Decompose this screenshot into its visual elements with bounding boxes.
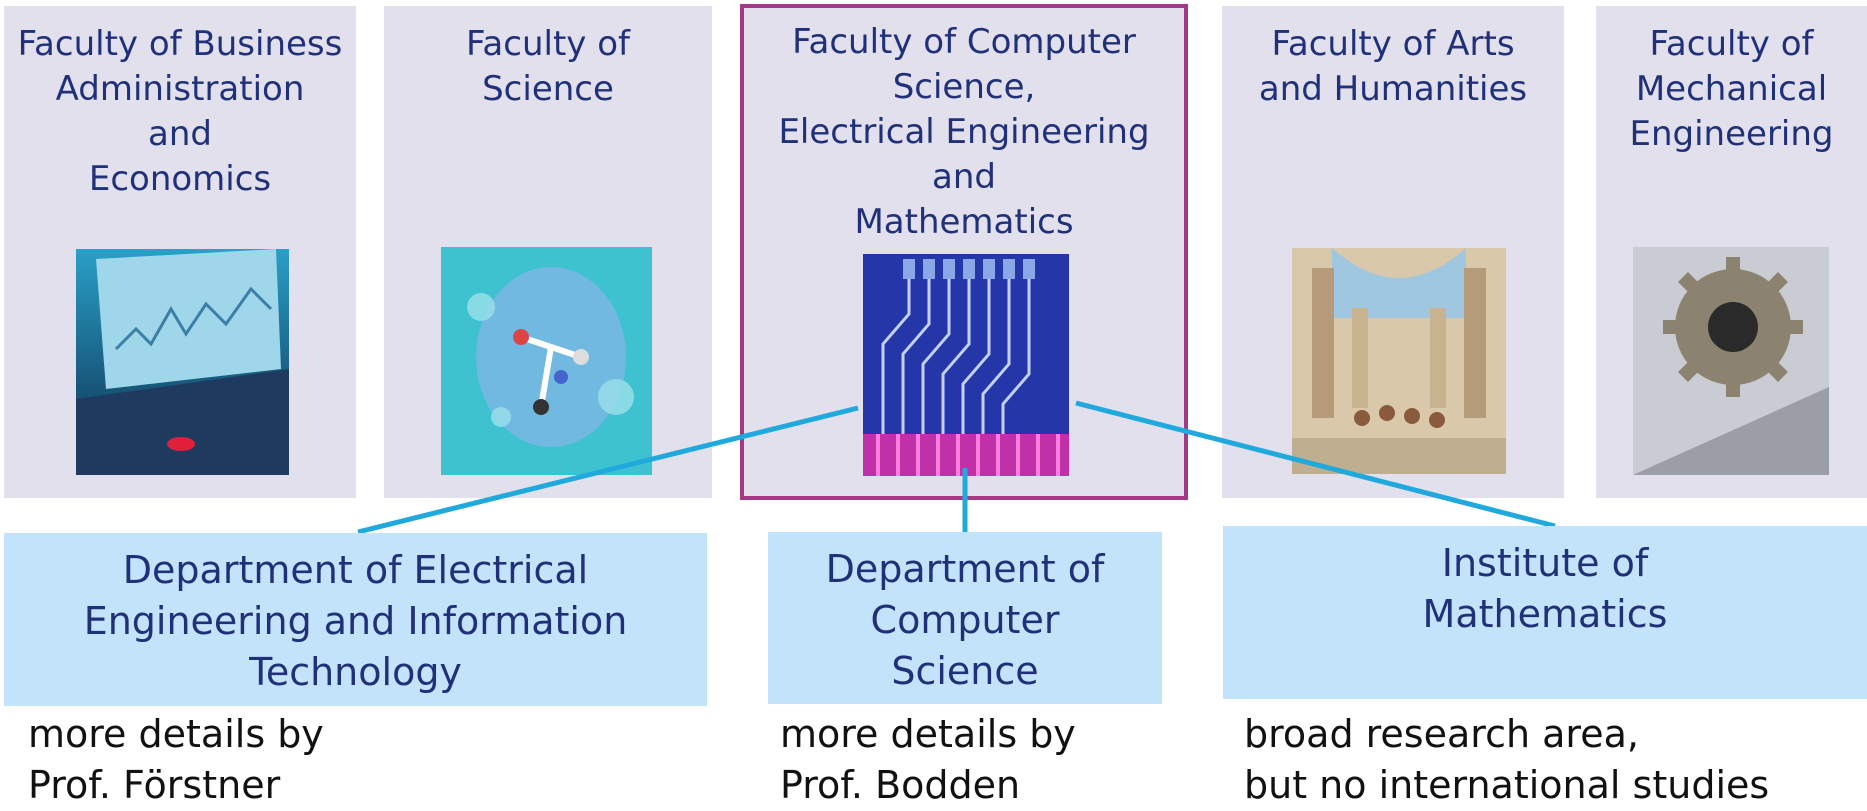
laptop-chart-picture [76, 249, 289, 475]
faculty-card-computer-science-highlighted: Faculty of Computer Science, Electrical … [740, 4, 1188, 500]
department-box-computer-science: Department of Computer Science [768, 532, 1162, 704]
note-eeit: more details by Prof. Förstner [28, 712, 324, 807]
faculty-name: Faculty of Computer Science, Electrical … [778, 22, 1150, 242]
faculty-name: Faculty of Arts and Humanities [1258, 24, 1528, 109]
faculty-name: Faculty of Business Administration and E… [17, 24, 343, 199]
faculty-card-science: Faculty of Science [384, 6, 712, 498]
faculty-name: Faculty of Mechanical Engineering [1629, 24, 1834, 154]
faculty-name: Faculty of Science [466, 24, 630, 109]
fresco-painting-picture [1292, 248, 1506, 474]
faculty-card-arts: Faculty of Arts and Humanities [1222, 6, 1564, 498]
molecule-picture [441, 247, 652, 475]
faculty-card-business: Faculty of Business Administration and E… [4, 6, 356, 498]
faculty-card-mechanical: Faculty of Mechanical Engineering [1596, 6, 1867, 498]
department-box-eeit: Department of Electrical Engineering and… [4, 533, 707, 706]
gear-wheel-picture [1633, 247, 1829, 475]
department-box-mathematics: Institute of Mathematics [1223, 526, 1867, 699]
note-computer-science: more details by Prof. Bodden [780, 712, 1076, 807]
note-mathematics: broad research area, but no internationa… [1244, 712, 1770, 807]
circuit-board-picture [863, 254, 1069, 476]
